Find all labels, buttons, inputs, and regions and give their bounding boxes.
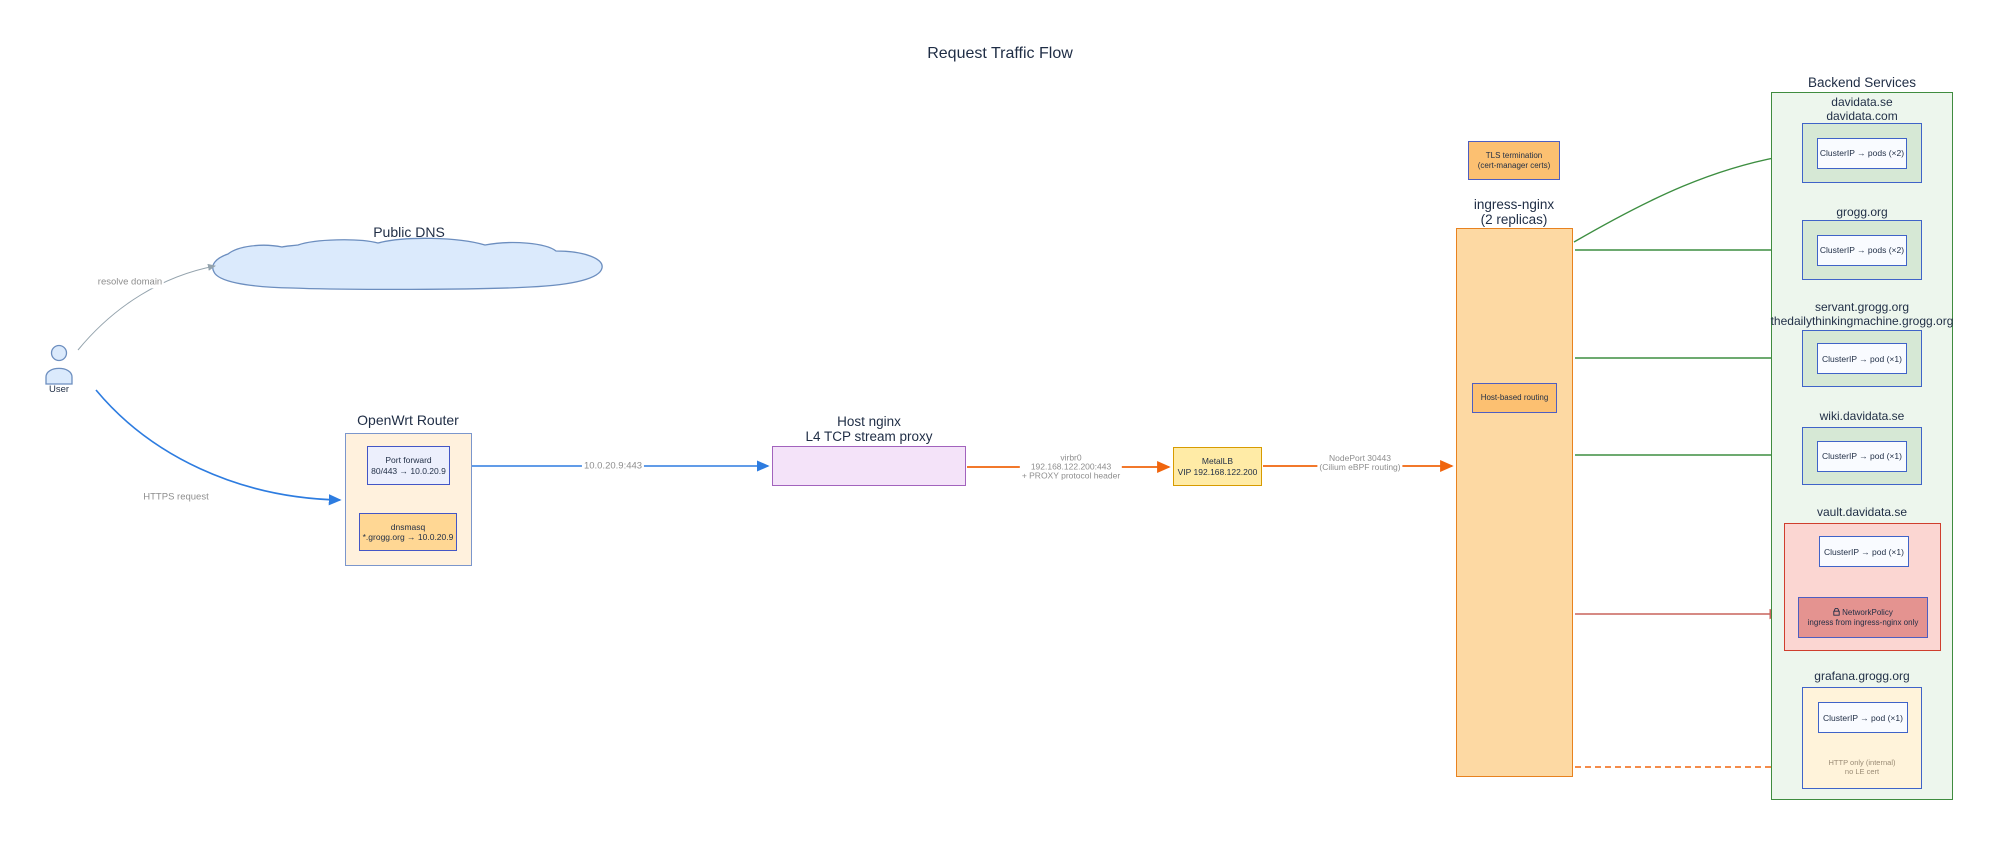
arrow-ingress-to-davidata: [1573, 150, 1798, 243]
edge-label-hostnginx-to-metallb: virbr0 192.168.122.200:443 + PROXY proto…: [1019, 452, 1123, 482]
network-policy-box: NetworkPolicy ingress from ingress-nginx…: [1798, 597, 1928, 638]
edge-label-line: + PROXY protocol header: [1021, 470, 1121, 481]
clusterip-chip: ClusterIP → pods (×2): [1817, 234, 1907, 266]
host-nginx-title-line1: Host nginx: [837, 414, 901, 429]
clusterip-chip: ClusterIP → pod (×1): [1819, 536, 1909, 567]
service-name-davidata: davidata.se davidata.com: [1826, 95, 1898, 123]
grafana-note-line2: no LE cert: [1844, 766, 1880, 776]
dnsmasq-line2: *.grogg.org → 10.0.20.9: [362, 532, 454, 542]
edge-label-https-request: HTTPS request: [141, 491, 211, 503]
service-name-line: davidata.com: [1826, 108, 1898, 123]
clusterip-chip: ClusterIP → pod (×1): [1818, 702, 1908, 733]
ingress-nginx-box: [1456, 228, 1573, 777]
port-forward-box: Port forward 80/443 → 10.0.20.9: [367, 446, 450, 485]
port-forward-line1: Port forward: [385, 455, 432, 465]
service-name-vault: vault.davidata.se: [1816, 505, 1908, 519]
service-box-davidata: ClusterIP → pods (×2): [1802, 123, 1922, 183]
service-box-servant: ClusterIP → pod (×1): [1802, 330, 1922, 387]
tls-line1: TLS termination: [1485, 150, 1543, 160]
service-name-grafana: grafana.grogg.org: [1814, 669, 1910, 683]
port-forward-line2: 80/443 → 10.0.20.9: [371, 465, 446, 476]
dnsmasq-box: dnsmasq *.grogg.org → 10.0.20.9: [359, 513, 457, 551]
clusterip-chip: ClusterIP → pod (×1): [1817, 440, 1907, 472]
service-box-wiki: ClusterIP → pod (×1): [1802, 427, 1922, 485]
clusterip-chip: ClusterIP → pod (×1): [1817, 343, 1907, 374]
lock-icon: [1833, 608, 1840, 616]
tls-line2: (cert-manager certs): [1477, 160, 1551, 170]
metallb-line1: MetalLB: [1201, 456, 1234, 466]
host-nginx-title-line2: L4 TCP stream proxy: [805, 428, 933, 444]
ingress-nginx-title: ingress-nginx (2 replicas): [1474, 197, 1554, 227]
host-nginx-box: [772, 446, 966, 486]
host-based-routing-box: Host-based routing: [1472, 383, 1557, 413]
dnsmasq-line1: dnsmasq: [390, 521, 426, 532]
ingress-title-line1: ingress-nginx: [1473, 197, 1555, 212]
openwrt-router-title: OpenWrt Router: [357, 412, 459, 428]
edge-label-router-to-hostnginx: 10.0.20.9:443: [581, 460, 645, 472]
service-name-grogg: grogg.org: [1836, 205, 1888, 219]
edge-label-line: 192.168.122.200:443: [1030, 461, 1112, 472]
user-icon: [45, 344, 73, 385]
service-name-line: servant.grogg.org: [1814, 300, 1910, 314]
ingress-title-line2: (2 replicas): [1480, 212, 1548, 227]
service-name-line: thedailythinkingmachine.grogg.org: [1770, 313, 1954, 328]
metallb-line2: VIP 192.168.122.200: [1177, 466, 1258, 477]
edge-label-resolve-domain: resolve domain: [95, 276, 165, 288]
grafana-note-line1: HTTP only (internal): [1828, 758, 1896, 767]
edge-label-metallb-to-ingress: NodePort 30443 (Cilium eBPF routing): [1317, 453, 1403, 473]
service-name-servant: servant.grogg.org thedailythinkingmachin…: [1770, 300, 1954, 328]
edge-label-line: virbr0: [1060, 452, 1082, 463]
network-policy-line2: ingress from ingress-nginx only: [1807, 617, 1919, 627]
public-dns-cloud: [212, 237, 603, 291]
service-box-grafana: ClusterIP → pod (×1) HTTP only (internal…: [1802, 687, 1922, 789]
network-policy-title: NetworkPolicy: [1842, 608, 1893, 617]
tls-termination-box: TLS termination (cert-manager certs): [1468, 141, 1560, 180]
backend-services-title: Backend Services: [1807, 75, 1917, 90]
public-dns-label: Public DNS: [373, 224, 445, 240]
host-based-routing-label: Host-based routing: [1480, 392, 1549, 402]
metallb-box: MetalLB VIP 192.168.122.200: [1173, 447, 1262, 486]
host-nginx-title: Host nginx L4 TCP stream proxy: [805, 414, 933, 444]
arrow-user-to-router: [95, 389, 342, 506]
network-policy-line1: NetworkPolicy: [1833, 608, 1893, 618]
service-box-grogg: ClusterIP → pods (×2): [1802, 220, 1922, 280]
edge-label-line: NodePort 30443: [1329, 453, 1391, 463]
clusterip-chip: ClusterIP → pods (×2): [1817, 137, 1907, 169]
grafana-note: HTTP only (internal) no LE cert: [1828, 758, 1896, 776]
service-box-vault: ClusterIP → pod (×1) NetworkPolicy ingre…: [1784, 523, 1941, 651]
user-label: User: [48, 384, 70, 395]
page-title: Request Traffic Flow: [927, 45, 1073, 62]
service-name-wiki: wiki.davidata.se: [1819, 409, 1905, 423]
edge-label-line: (Cilium eBPF routing): [1319, 462, 1401, 472]
service-name-line: davidata.se: [1831, 95, 1893, 109]
